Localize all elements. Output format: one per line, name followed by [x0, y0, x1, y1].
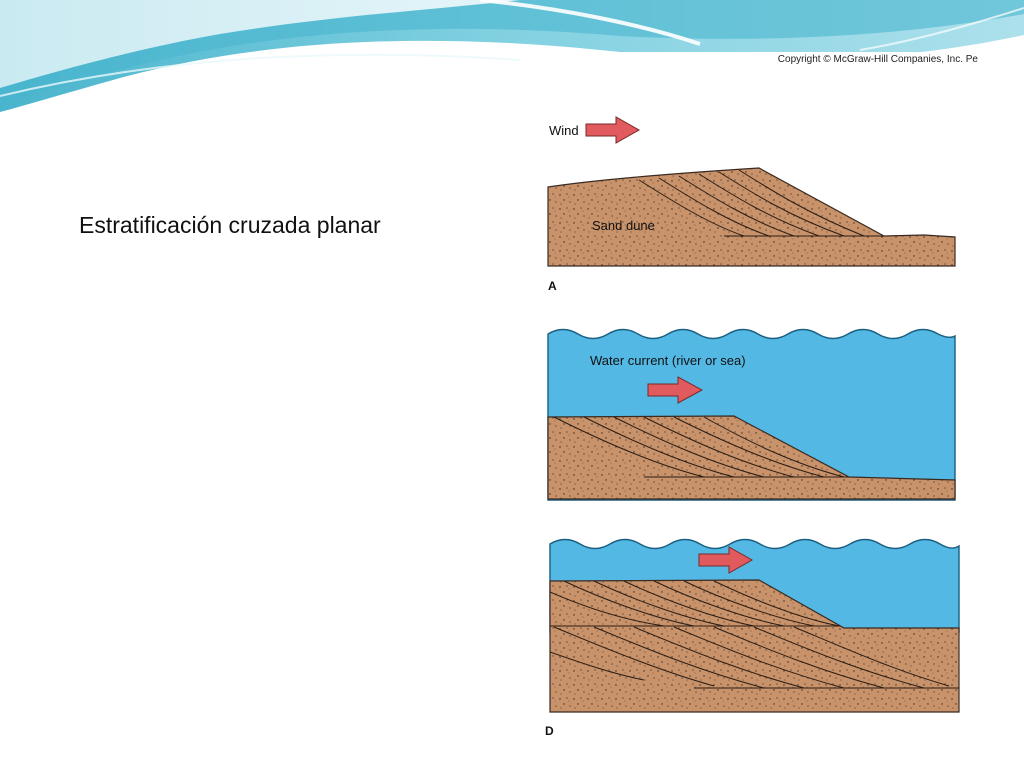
header-wave-banner	[0, 0, 1024, 112]
sand-deposit-d	[549, 579, 960, 713]
cross-beds-d	[550, 580, 959, 689]
cross-bedding-figure: Copyright © McGraw-Hill Companies, Inc. …	[544, 52, 980, 746]
cross-bedding-diagram: Wind Sand dune A Water current (river or…	[545, 116, 960, 738]
panel-b: Water current (river or sea)	[547, 328, 956, 501]
sand-dune-label: Sand dune	[592, 218, 655, 233]
panel-a: Wind Sand dune A	[547, 116, 956, 293]
cross-beds-b	[553, 416, 849, 478]
wind-arrow	[585, 116, 641, 144]
panel-d: D	[545, 538, 960, 738]
wind-label: Wind	[549, 123, 579, 138]
copyright-notice: Copyright © McGraw-Hill Companies, Inc. …	[777, 54, 978, 65]
sand-deposit-b	[547, 415, 956, 500]
cross-beds-a	[638, 169, 884, 237]
sand-dune	[547, 167, 956, 267]
panel-d-letter: D	[545, 724, 554, 738]
water-current-label: Water current (river or sea)	[590, 353, 746, 368]
slide-title: Estratificación cruzada planar	[79, 212, 381, 238]
current-arrow-b	[647, 376, 704, 404]
panel-a-letter: A	[548, 279, 557, 293]
current-arrow-d	[698, 546, 754, 574]
